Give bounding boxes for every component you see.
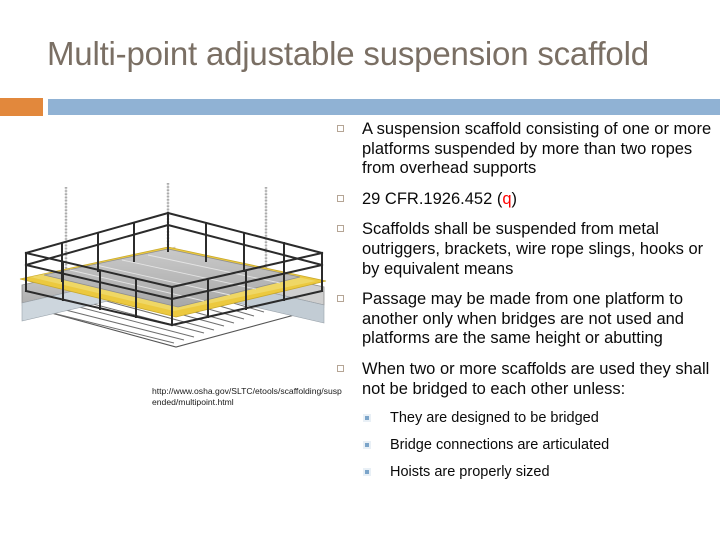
hollow-square-bullet-icon — [337, 295, 344, 303]
sub-list-item: Bridge connections are articulated — [332, 437, 712, 454]
list-item: A suspension scaffold consisting of one … — [332, 120, 712, 179]
accent-bar-blue — [48, 99, 720, 115]
list-item: Scaffolds shall be suspended from metal … — [332, 220, 712, 279]
list-item: Passage may be made from one platform to… — [332, 290, 712, 349]
filled-square-bullet-icon — [363, 468, 371, 477]
hollow-square-bullet-icon — [337, 225, 344, 233]
list-item-text-highlight: q — [502, 189, 512, 208]
filled-square-bullet-icon — [363, 414, 371, 423]
hollow-square-bullet-icon — [337, 194, 344, 202]
sub-list-item-text: Hoists are properly sized — [390, 464, 550, 481]
filled-square-bullet-icon — [363, 441, 371, 450]
list-item-text-before: 29 CFR.1926.452 ( — [362, 189, 503, 208]
sub-list: They are designed to be bridged Bridge c… — [332, 410, 712, 481]
list-item-text-after: ) — [511, 189, 518, 208]
hollow-square-bullet-icon — [337, 364, 344, 372]
sub-list-item-text: Bridge connections are articulated — [390, 437, 610, 454]
list-item-text: When two or more scaffolds are used they… — [362, 359, 710, 398]
list-item: When two or more scaffolds are used they… — [332, 360, 712, 399]
list-item: 29 CFR.1926.452 (q) — [332, 190, 712, 210]
sub-list-item-text: They are designed to be bridged — [390, 410, 599, 427]
page-title: Multi-point adjustable suspension scaffo… — [47, 35, 649, 73]
list-item-text: Scaffolds shall be suspended from metal … — [362, 220, 704, 278]
sub-list-item: Hoists are properly sized — [332, 464, 712, 481]
image-source-caption: http://www.osha.gov/SLTC/etools/scaffold… — [152, 386, 342, 407]
hollow-square-bullet-icon — [337, 125, 344, 132]
body-content: A suspension scaffold consisting of one … — [332, 120, 712, 491]
scaffold-illustration — [8, 165, 338, 385]
list-item-text: Passage may be made from one platform to… — [362, 290, 684, 348]
accent-bar-orange — [0, 98, 43, 116]
list-item-text: A suspension scaffold consisting of one … — [362, 120, 712, 178]
guardrail-frame — [24, 211, 324, 327]
sub-list-item: They are designed to be bridged — [332, 410, 712, 427]
